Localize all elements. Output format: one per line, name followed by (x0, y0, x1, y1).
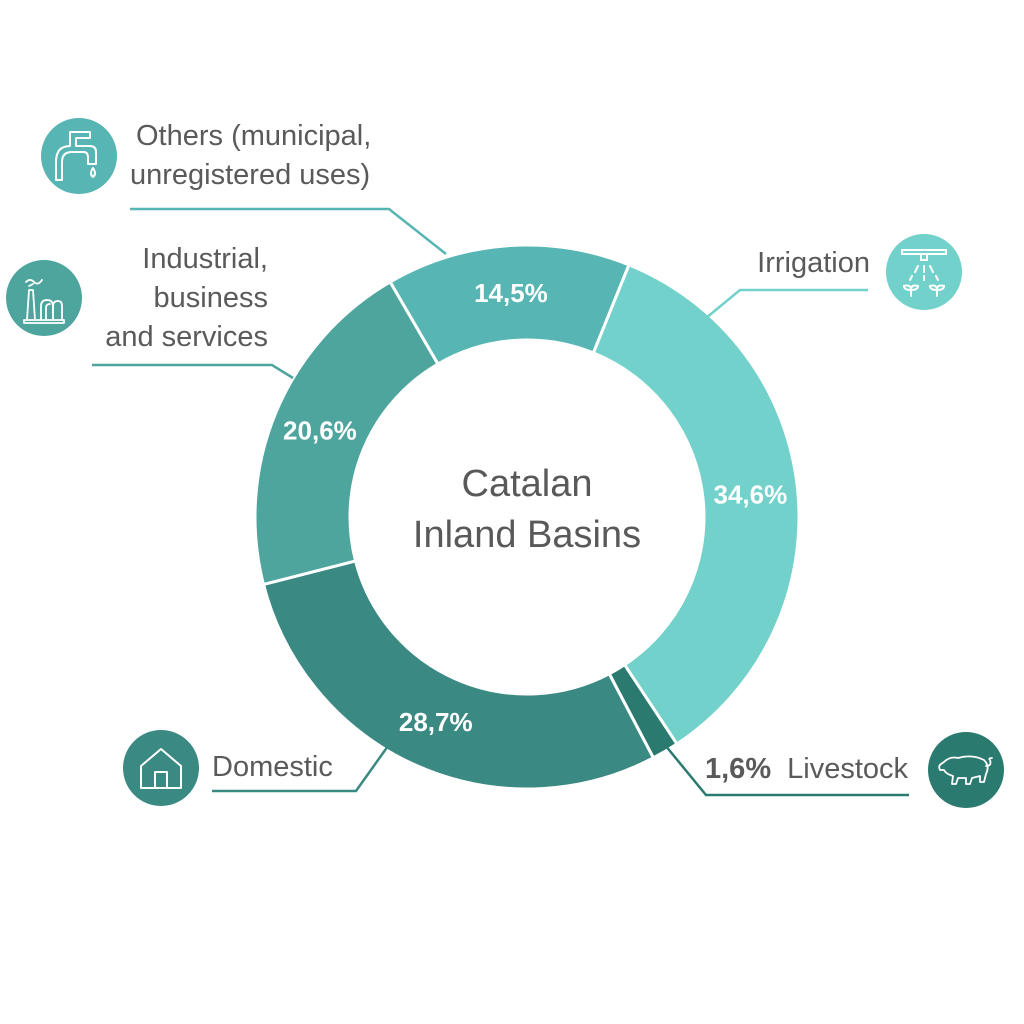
label-irrigation: Irrigation (757, 247, 870, 279)
value-label-industrial: 20,6% (283, 415, 357, 445)
slice-value-labels: 34,6% 28,7% 20,6% 14,5% (283, 278, 787, 737)
value-label-domestic: 28,7% (399, 707, 473, 737)
slice-irrigation (591, 262, 801, 747)
label-industrial-line-1: Industrial, (142, 243, 268, 275)
callout-livestock: 1,6% Livestock (664, 732, 1004, 808)
callout-industrial: Industrial, business and services (6, 243, 294, 380)
value-label-others: 14,5% (474, 278, 548, 308)
leader-line-others (130, 207, 447, 255)
icon-circle-others (41, 118, 117, 194)
label-livestock-name: Livestock (787, 753, 908, 785)
sprinkler-plants-icon (901, 249, 947, 297)
leader-line-domestic (212, 745, 390, 793)
leader-line-livestock (664, 744, 909, 797)
icon-circle-domestic (123, 730, 199, 806)
leader-line-industrial (92, 363, 294, 380)
slice-others (388, 243, 631, 367)
label-livestock: 1,6% Livestock (705, 753, 909, 785)
faucet-icon (55, 131, 97, 181)
house-icon (140, 748, 182, 789)
center-title-line-1: Catalan (462, 463, 593, 505)
label-domestic: Domestic (212, 751, 333, 783)
value-label-irrigation: 34,6% (714, 480, 788, 510)
label-others-line-1: Others (municipal, (136, 120, 371, 152)
donut-slices (253, 243, 801, 791)
callout-others: Others (municipal, unregistered uses) (41, 118, 447, 255)
leader-line-irrigation (682, 288, 868, 338)
callout-irrigation: Irrigation (682, 234, 962, 338)
icon-circle-industrial (6, 260, 82, 336)
callout-domestic: Domestic (123, 730, 390, 806)
factory-icon (23, 279, 65, 324)
slice-industrial (253, 279, 441, 587)
pig-icon (938, 755, 993, 785)
label-others-line-2: unregistered uses) (130, 159, 370, 191)
label-industrial-line-2: business (154, 282, 268, 314)
icon-circle-livestock (928, 732, 1004, 808)
center-title-line-2: Inland Basins (413, 514, 641, 556)
label-livestock-value: 1,6% (705, 753, 771, 785)
slice-domestic (261, 559, 656, 791)
label-industrial-line-3: and services (105, 321, 268, 353)
